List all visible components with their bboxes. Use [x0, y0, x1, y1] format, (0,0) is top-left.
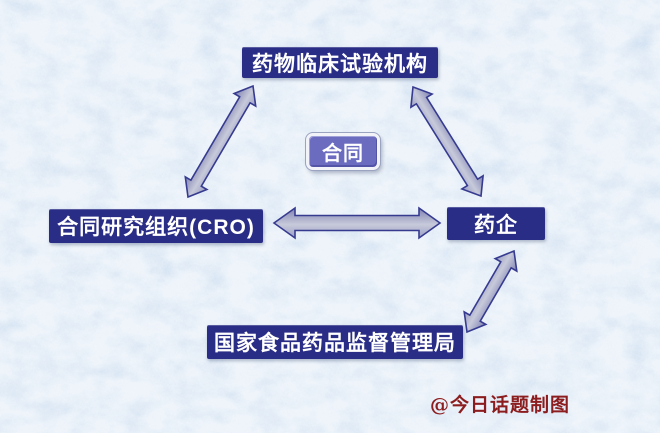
node-pharma-company: 药企 [447, 207, 545, 240]
arrow-cro-institution [184, 84, 257, 199]
node-cro: 合同研究组织(CRO) [49, 209, 263, 243]
arrow-pharma-regulator [463, 249, 518, 334]
watermark-credit: @今日话题制图 [430, 394, 571, 416]
arrow-cro-pharma [272, 206, 442, 240]
arrow-institution-pharma [409, 85, 485, 198]
node-contract-badge: 合同 [306, 133, 380, 170]
node-drug-regulator: 国家食品药品监督管理局 [207, 325, 463, 359]
node-clinical-trial-institution: 药物临床试验机构 [242, 47, 438, 78]
